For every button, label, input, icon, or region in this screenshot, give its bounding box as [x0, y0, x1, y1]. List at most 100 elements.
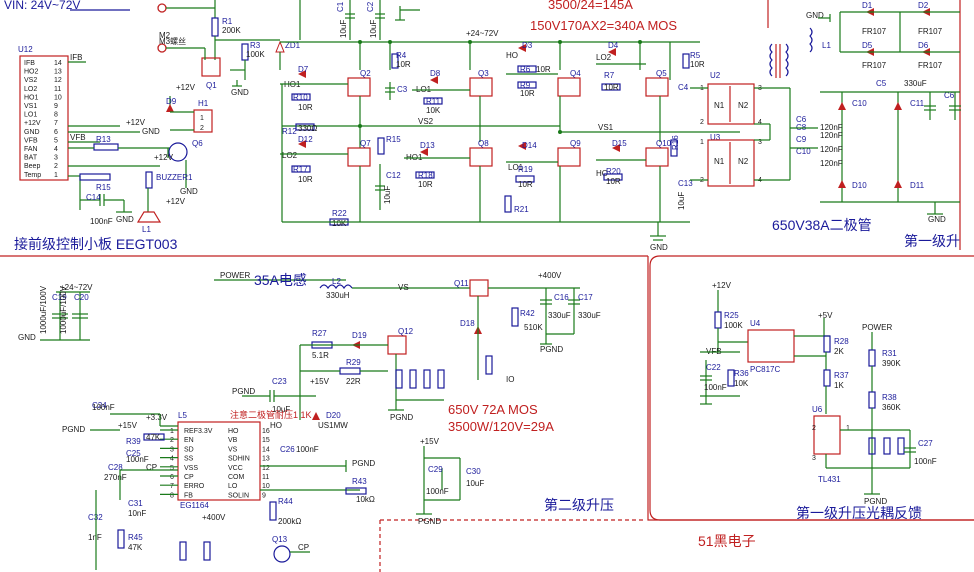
- c22-val: 100nF: [704, 383, 727, 392]
- l2-val: 330uH: [326, 291, 350, 300]
- bootstrap: PGND C23 10uF +15V D20 US1MW 注意二极管耐压1 1K: [230, 377, 348, 430]
- u12-pin-name: VFB: [24, 137, 38, 144]
- stage1-rail: +24~72V: [280, 29, 700, 80]
- power-net-stage2: POWER: [220, 271, 250, 280]
- c31-ref: C31: [128, 499, 143, 508]
- c28-val: 270nF: [104, 473, 127, 482]
- c31-val: 10nF: [128, 509, 146, 518]
- input-protection-circuit: R1 200K R3 100K ZD1 Q1 GND: [201, 0, 301, 97]
- l1-ref: L1: [822, 41, 831, 50]
- u5-pin-name-right: COM: [228, 474, 245, 481]
- u5-pin-number-left: 5: [170, 465, 174, 472]
- r45-val: 47K: [128, 543, 143, 552]
- r7-val: 10R: [604, 83, 619, 92]
- u5-pin-name-right: VCC: [228, 465, 243, 472]
- r15-ref: R15: [96, 183, 111, 192]
- c17-val: 330uF: [578, 311, 601, 320]
- vs2-net: VS2: [418, 117, 434, 126]
- d16-ref: D10: [852, 181, 867, 190]
- lo1-net-b: LO1: [508, 163, 524, 172]
- r38-ref: R38: [882, 393, 897, 402]
- d1-val: FR107: [862, 27, 887, 36]
- c20-val: 1000uF/100V: [59, 285, 68, 334]
- vfb-net-u12: VFB: [70, 133, 86, 142]
- q11-ref: Q11: [454, 279, 469, 288]
- p12-net-buzzer: +12V: [166, 197, 186, 206]
- d4-ref: D4: [608, 41, 619, 50]
- r37-ref: R37: [834, 371, 849, 380]
- u12-pin-number: 7: [54, 120, 58, 127]
- c11-val: 120nF: [820, 159, 843, 168]
- c16-val: 330uF: [548, 311, 571, 320]
- u5-pin-number-right: 16: [262, 428, 270, 435]
- u5-pin-number-left: 6: [170, 474, 174, 481]
- ho-net-u5: HO: [270, 421, 282, 430]
- u3-n2: N2: [738, 157, 749, 166]
- vs1-net: VS1: [598, 123, 614, 132]
- io-net: IO: [506, 375, 514, 384]
- u12-pin-number: 2: [54, 163, 58, 170]
- gnd-u12: GND: [142, 127, 160, 136]
- r28-ref: R28: [834, 337, 849, 346]
- r1-val: 200K: [222, 26, 241, 35]
- c9-val: 120nF: [820, 131, 843, 140]
- inductor-35a-label: 35A电感: [254, 272, 307, 288]
- r3-ref: R3: [250, 41, 261, 50]
- u5-pin-name-left: SS: [184, 456, 194, 463]
- r4-ref: R4: [396, 51, 407, 60]
- p33-net: +3.3V: [146, 413, 168, 422]
- p12-net-top: +12V: [176, 83, 196, 92]
- screw-m2-label: M2: [159, 31, 171, 40]
- r20-val: 10R: [606, 177, 621, 186]
- p400-net-b: +400V: [202, 513, 226, 522]
- u4-part: PC817C: [750, 365, 780, 374]
- lo2-net-a: LO2: [596, 53, 612, 62]
- u12-connector: U12: [18, 45, 69, 181]
- u6-pin1: 1: [846, 425, 850, 432]
- stage2-gate-drive: R27 5.1R D19 Q12 R29 22R PGND: [299, 327, 445, 422]
- c26-ref: C26: [280, 445, 295, 454]
- u5-pin-name-left: ERRO: [184, 483, 205, 490]
- diode-spec-label: 650V38A二极管: [772, 217, 872, 233]
- ho2-net-a: HO: [506, 51, 518, 60]
- gnd-c14: GND: [116, 215, 134, 224]
- gnd-q6: GND: [180, 187, 198, 196]
- c8-ref: C6: [796, 115, 807, 124]
- u12-pin-name: FAN: [24, 146, 38, 153]
- d6-ref: D6: [918, 41, 929, 50]
- r20-ref: R20: [606, 167, 621, 176]
- c27-val: 100nF: [914, 457, 937, 466]
- u12-pin-name: HO2: [24, 69, 39, 76]
- u5-pin-number-right: 12: [262, 465, 270, 472]
- u3-ref: U3: [710, 133, 721, 142]
- c12-ref: C12: [386, 171, 401, 180]
- u12-pin-name: Temp: [24, 172, 41, 179]
- u5-pin-name-right: HO: [228, 428, 239, 435]
- buzzer-ref: L1: [142, 225, 151, 234]
- r39-val: 47K: [146, 433, 161, 442]
- r25-val: 100K: [724, 321, 743, 330]
- u2-n2: N2: [738, 101, 749, 110]
- d19-ref: D19: [352, 331, 367, 340]
- u12-pin-number: 1: [54, 172, 58, 179]
- q2-ref: Q2: [360, 69, 371, 78]
- r11-val: 330Ω: [298, 124, 317, 133]
- c26-val: 100nF: [296, 445, 319, 454]
- h1-pin1: 1: [200, 115, 204, 122]
- u3-pin3: 3: [758, 139, 762, 146]
- c30-ref: C30: [466, 467, 481, 476]
- l2-ref: L2: [332, 277, 341, 286]
- r14-ref: R16: [671, 135, 680, 150]
- u5-part: EG1164: [180, 501, 209, 510]
- c1-val: 10uF: [339, 20, 348, 38]
- transformers: U2 N1 N2 1 2 3 4 U3 N1 N2 1 2 3 4: [690, 71, 790, 187]
- vs-net: VS: [398, 283, 409, 292]
- stage1-section-title: 第一级升: [904, 233, 960, 249]
- u5-pin-number-left: 3: [170, 446, 174, 453]
- u12-pin-number: 13: [54, 69, 62, 76]
- c14-val: 100nF: [90, 217, 113, 226]
- d3-ref: D3: [522, 41, 533, 50]
- power-net-opto: POWER: [862, 323, 892, 332]
- r39-ref: R39: [126, 437, 141, 446]
